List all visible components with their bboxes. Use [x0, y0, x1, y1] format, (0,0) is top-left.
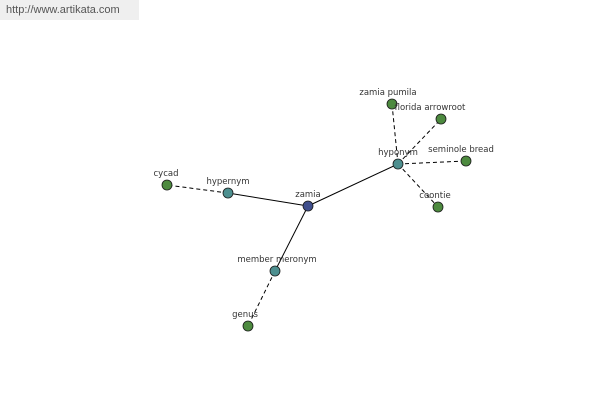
node-seminole-bread[interactable]: [460, 155, 472, 167]
node-cycad[interactable]: [161, 179, 173, 191]
labels-layer: zamia hypernym hyponym member meronym cycad g…: [154, 88, 494, 320]
node-label-cycad[interactable]: cycad: [154, 169, 179, 179]
node-hypernym[interactable]: [222, 187, 234, 199]
node-label-genus[interactable]: genus: [232, 310, 258, 320]
node-florida-arrowroot[interactable]: [435, 113, 447, 125]
edge-hyponym-to-coontie: [397, 163, 439, 208]
edge-hyponym-to-zamia-pumila: [391, 103, 399, 165]
edge-zamia-to-hyponym: [307, 163, 399, 207]
edge-member-meronym-to-genus: [247, 270, 276, 327]
edge-hypernym-to-cycad: [166, 184, 229, 194]
node-label-zamia[interactable]: zamia: [295, 190, 321, 200]
node-label-zamia-pumila[interactable]: zamia pumila: [359, 88, 416, 98]
edge-zamia-to-member-meronym: [274, 205, 309, 272]
node-label-coontie[interactable]: coontie: [419, 191, 450, 201]
node-zamia[interactable]: [302, 200, 314, 212]
node-zamia-pumila[interactable]: [386, 98, 398, 110]
node-label-florida-arrowroot[interactable]: florida arrowroot: [395, 103, 466, 113]
nodes-layer: [161, 98, 472, 332]
edge-hyponym-to-florida-arrowroot: [397, 118, 442, 165]
edge-hyponym-to-seminole-bread: [397, 160, 467, 165]
node-hyponym[interactable]: [392, 158, 404, 170]
node-label-hyponym[interactable]: hyponym: [378, 148, 418, 158]
node-label-seminole-bread[interactable]: seminole bread: [428, 145, 494, 155]
node-coontie[interactable]: [432, 201, 444, 213]
edges-layer: [166, 103, 467, 327]
node-member-meronym[interactable]: [269, 265, 281, 277]
edge-zamia-to-hypernym: [227, 192, 309, 207]
node-genus[interactable]: [242, 320, 254, 332]
node-label-member-meronym[interactable]: member meronym: [237, 255, 316, 265]
node-label-hypernym[interactable]: hypernym: [206, 177, 249, 187]
source-url-banner[interactable]: http://www.artikata.com: [0, 0, 139, 20]
